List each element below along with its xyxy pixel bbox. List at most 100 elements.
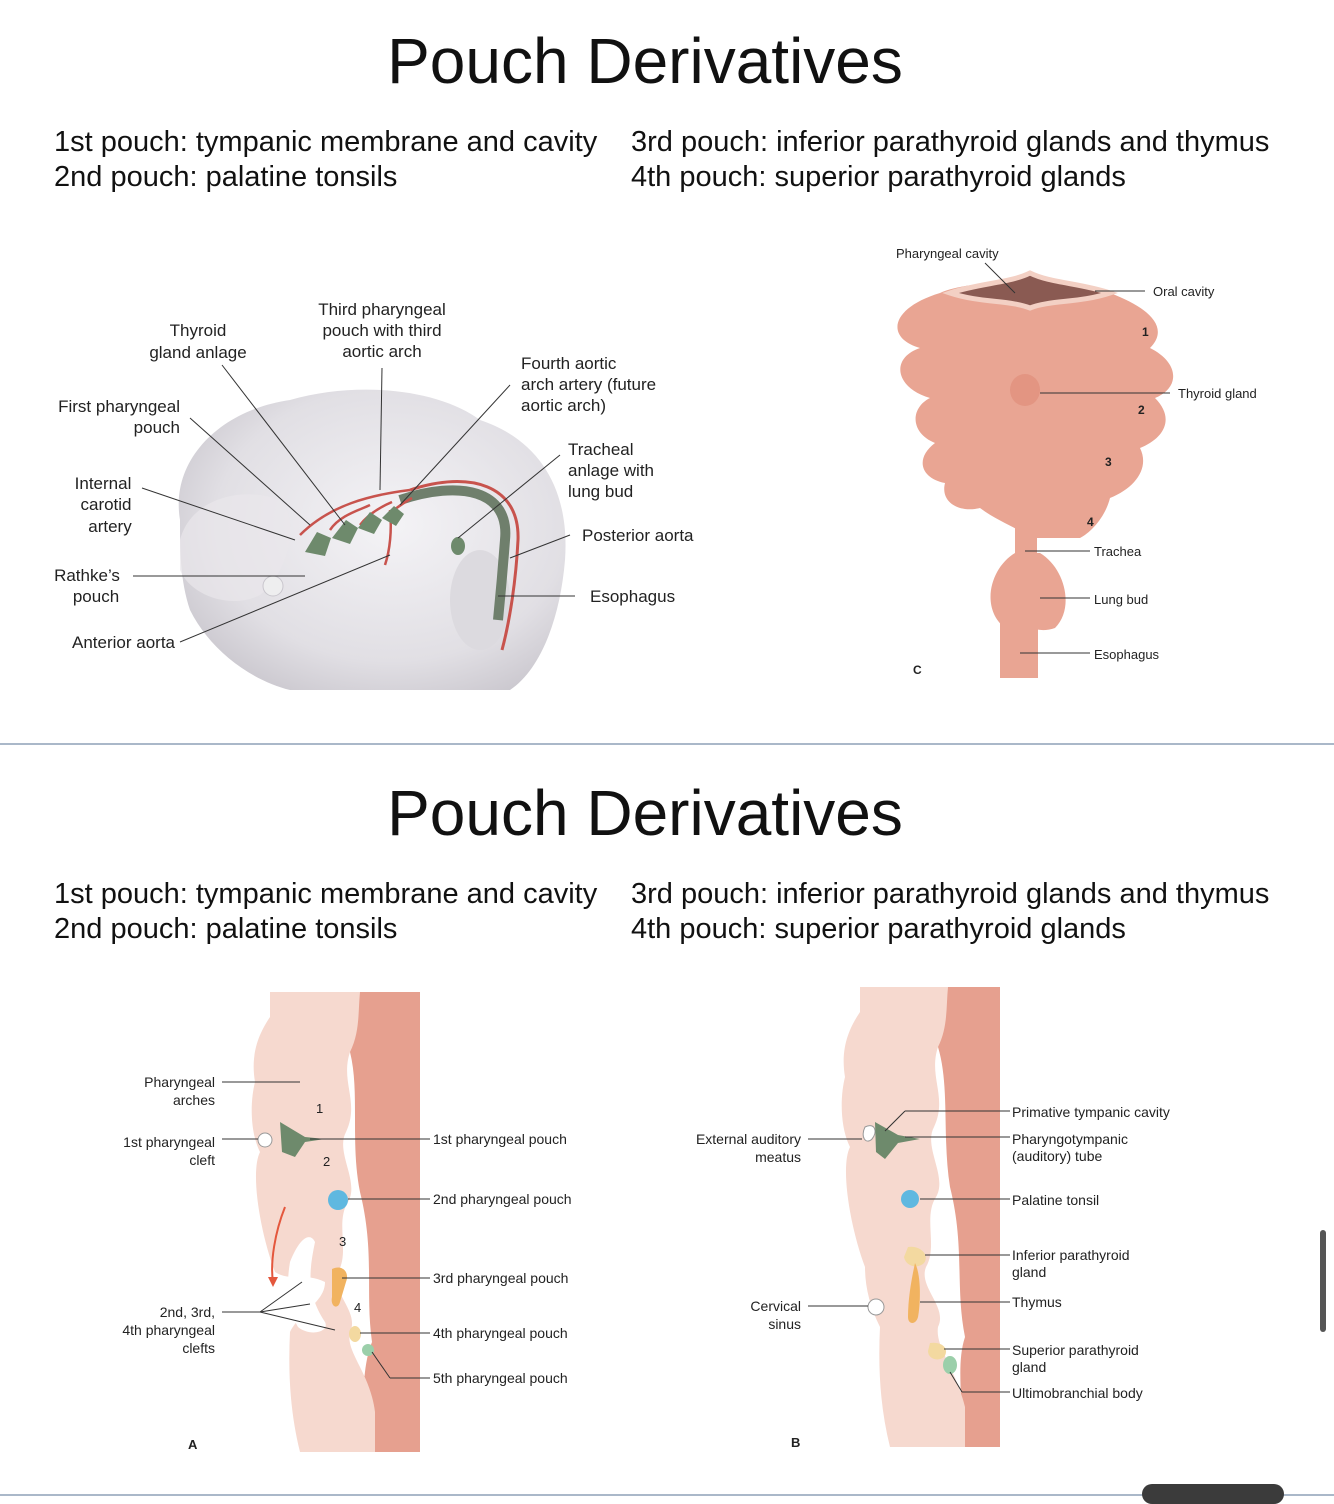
label-pharyngeal-arches-2: arches bbox=[173, 1092, 215, 1108]
slide-title: Pouch Derivatives bbox=[0, 774, 1290, 852]
lung-bud-shape bbox=[451, 537, 465, 555]
label-tympanic-cavity: Primative tympanic cavity bbox=[1012, 1104, 1170, 1120]
growth-arrowhead bbox=[268, 1277, 278, 1287]
facts-right: 3rd pouch: inferior parathyroid glands a… bbox=[631, 877, 1269, 947]
label-fifth-pouch: 5th pharyngeal pouch bbox=[433, 1370, 568, 1386]
label-tracheal-3: lung bud bbox=[568, 482, 633, 501]
label-tracheal-1: Tracheal bbox=[568, 440, 634, 459]
label-tracheal-2: anlage with bbox=[568, 461, 654, 480]
arch-number-2: 2 bbox=[1138, 403, 1145, 417]
superior-parathyroid-shape bbox=[928, 1343, 946, 1360]
arch-number-4: 4 bbox=[354, 1300, 361, 1315]
label-esophagus-floor: Esophagus bbox=[1094, 647, 1160, 662]
label-superior-parathyroid-1: Superior parathyroid bbox=[1012, 1342, 1139, 1358]
label-fourth-pouch: 4th pharyngeal pouch bbox=[433, 1325, 568, 1341]
label-pharyngotympanic-1: Pharyngotympanic bbox=[1012, 1131, 1128, 1147]
pharyngeal-floor-illustration: Pharyngeal cavity Oral cavity Thyroid gl… bbox=[880, 238, 1280, 688]
figure-a-illustration: Pharyngeal arches 1st pharyngeal cleft 2… bbox=[110, 992, 590, 1457]
label-carotid-2: carotid bbox=[80, 495, 131, 514]
fact-first-pouch: 1st pouch: tympanic membrane and cavity bbox=[54, 877, 597, 912]
label-second-pouch: 2nd pharyngeal pouch bbox=[433, 1191, 572, 1207]
pharyngeal-floor-figure: Pharyngeal cavity Oral cavity Thyroid gl… bbox=[880, 238, 1280, 688]
label-posterior-aorta: Posterior aorta bbox=[582, 526, 694, 545]
label-external-meatus-1: External auditory bbox=[696, 1131, 801, 1147]
label-first-cleft-1: 1st pharyngeal bbox=[123, 1134, 215, 1150]
label-pharyngeal-cavity: Pharyngeal cavity bbox=[896, 246, 999, 261]
slide-divider bbox=[0, 743, 1334, 745]
fact-first-pouch: 1st pouch: tympanic membrane and cavity bbox=[54, 125, 597, 160]
arch-number-4: 4 bbox=[1087, 515, 1094, 529]
pharyngeal-figure-a: Pharyngeal arches 1st pharyngeal cleft 2… bbox=[110, 992, 590, 1457]
label-superior-parathyroid-2: gland bbox=[1012, 1359, 1046, 1375]
slide-1: Pouch Derivatives 1st pouch: tympanic me… bbox=[0, 0, 1334, 745]
label-rathke-1: Rathke’s bbox=[54, 566, 120, 585]
label-first-pouch-1: First pharyngeal bbox=[58, 397, 180, 416]
slide-2: Pouch Derivatives 1st pouch: tympanic me… bbox=[0, 752, 1334, 1497]
fact-second-pouch: 2nd pouch: palatine tonsils bbox=[54, 160, 597, 195]
arch-number-1: 1 bbox=[316, 1101, 323, 1116]
label-third-pouch-3: aortic arch bbox=[342, 342, 421, 361]
label-third-pouch-2: pouch with third bbox=[322, 321, 441, 340]
fact-third-pouch: 3rd pouch: inferior parathyroid glands a… bbox=[631, 125, 1269, 160]
label-pharyngeal-arches-1: Pharyngeal bbox=[144, 1074, 215, 1090]
fact-fourth-pouch: 4th pouch: superior parathyroid glands bbox=[631, 160, 1269, 195]
embryo-illustration: Thyroid gland anlage Third pharyngeal po… bbox=[40, 290, 720, 710]
label-fourth-arch-2: arch artery (future bbox=[521, 375, 656, 394]
label-cervical-sinus-1: Cervical bbox=[750, 1298, 801, 1314]
fourth-pouch-shape bbox=[349, 1326, 361, 1342]
panel-letter-a: A bbox=[188, 1437, 198, 1452]
label-oral-cavity: Oral cavity bbox=[1153, 284, 1215, 299]
label-anterior-aorta: Anterior aorta bbox=[72, 633, 176, 652]
label-first-cleft-2: cleft bbox=[189, 1152, 215, 1168]
facts-left: 1st pouch: tympanic membrane and cavity … bbox=[54, 125, 597, 195]
embryo-figure: Thyroid gland anlage Third pharyngeal po… bbox=[40, 290, 720, 710]
embryo-eye bbox=[263, 576, 283, 596]
panel-letter-c: C bbox=[913, 663, 922, 677]
third-pouch-shape bbox=[332, 1267, 347, 1306]
label-thymus: Thymus bbox=[1012, 1294, 1062, 1310]
label-carotid-1: Internal bbox=[75, 474, 132, 493]
second-pouch-tonsil bbox=[328, 1190, 348, 1210]
cervical-sinus-shape bbox=[868, 1299, 884, 1315]
label-first-pouch: 1st pharyngeal pouch bbox=[433, 1131, 567, 1147]
palatine-tonsil-shape bbox=[901, 1190, 919, 1208]
facts-right: 3rd pouch: inferior parathyroid glands a… bbox=[631, 125, 1269, 195]
home-indicator[interactable] bbox=[1142, 1484, 1284, 1504]
slide-title: Pouch Derivatives bbox=[0, 22, 1290, 100]
label-external-meatus-2: meatus bbox=[755, 1149, 801, 1165]
label-ultimobranchial-body: Ultimobranchial body bbox=[1012, 1385, 1143, 1401]
arch-number-1: 1 bbox=[1142, 325, 1149, 339]
label-clefts-3: clefts bbox=[182, 1340, 215, 1356]
label-clefts-1: 2nd, 3rd, bbox=[160, 1304, 215, 1320]
label-thyroid-gland: Thyroid gland bbox=[1178, 386, 1257, 401]
floor-body bbox=[897, 282, 1173, 538]
label-rathke-2: pouch bbox=[73, 587, 119, 606]
label-inferior-parathyroid-2: gland bbox=[1012, 1264, 1046, 1280]
label-thyroid-anlage-1: Thyroid bbox=[170, 321, 227, 340]
label-inferior-parathyroid-1: Inferior parathyroid bbox=[1012, 1247, 1130, 1263]
lung-bud-shape bbox=[991, 553, 1066, 630]
label-trachea: Trachea bbox=[1094, 544, 1142, 559]
label-fourth-arch-3: aortic arch) bbox=[521, 396, 606, 415]
pharyngeal-figure-b: External auditory meatus Cervical sinus … bbox=[680, 987, 1200, 1457]
label-thyroid-anlage-2: gland anlage bbox=[149, 343, 246, 362]
arch-number-3: 3 bbox=[1105, 455, 1112, 469]
slide-divider-bottom bbox=[0, 1494, 1334, 1496]
label-carotid-3: artery bbox=[88, 517, 132, 536]
fact-fourth-pouch: 4th pouch: superior parathyroid glands bbox=[631, 912, 1269, 947]
panel-letter-b: B bbox=[791, 1435, 800, 1450]
label-first-pouch-2: pouch bbox=[134, 418, 180, 437]
vertical-scrollbar[interactable] bbox=[1320, 1230, 1326, 1332]
thyroid-bump bbox=[1010, 374, 1040, 406]
fact-second-pouch: 2nd pouch: palatine tonsils bbox=[54, 912, 597, 947]
label-third-pouch-1: Third pharyngeal bbox=[318, 300, 446, 319]
arch-number-3: 3 bbox=[339, 1234, 346, 1249]
first-cleft-hole bbox=[258, 1133, 272, 1147]
label-palatine-tonsil: Palatine tonsil bbox=[1012, 1192, 1099, 1208]
trachea-tube bbox=[1015, 518, 1037, 558]
label-esophagus: Esophagus bbox=[590, 587, 675, 606]
fifth-pouch-shape bbox=[362, 1344, 374, 1356]
facts-left: 1st pouch: tympanic membrane and cavity … bbox=[54, 877, 597, 947]
fact-third-pouch: 3rd pouch: inferior parathyroid glands a… bbox=[631, 877, 1269, 912]
label-cervical-sinus-2: sinus bbox=[768, 1316, 801, 1332]
